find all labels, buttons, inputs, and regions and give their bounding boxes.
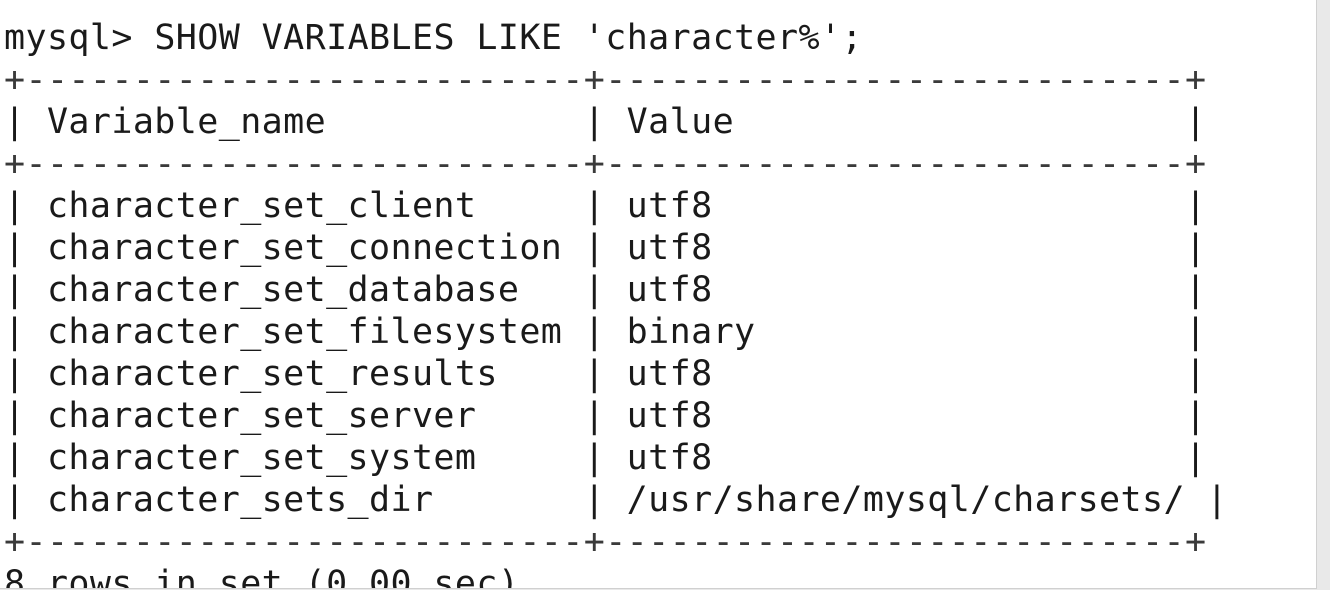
table-row: | character_set_server | utf8 | xyxy=(4,396,1207,436)
table-row: | character_set_filesystem | binary | xyxy=(4,312,1207,352)
table-header-row: | Variable_name | Value | xyxy=(4,102,1207,142)
command-line: mysql> SHOW VARIABLES LIKE 'character%'; xyxy=(4,17,1228,59)
table-row: | character_set_system | utf8 | xyxy=(4,438,1207,478)
table-row: | character_set_connection | utf8 | xyxy=(4,228,1207,268)
result-summary: 8 rows in set (0.00 sec) xyxy=(4,564,520,589)
table-row: | character_set_database | utf8 | xyxy=(4,270,1207,310)
table-border-top: +--------------------------+------------… xyxy=(4,60,1207,100)
sql-command: SHOW VARIABLES LIKE 'character%'; xyxy=(154,18,863,58)
mysql-prompt: mysql> xyxy=(4,18,133,58)
table-border-bottom: +--------------------------+------------… xyxy=(4,522,1207,562)
table-border-mid: +--------------------------+------------… xyxy=(4,144,1207,184)
table-row: | character_set_results | utf8 | xyxy=(4,354,1207,394)
table-row: | character_set_client | utf8 | xyxy=(4,186,1207,226)
table-row: | character_sets_dir | /usr/share/mysql/… xyxy=(4,480,1228,520)
terminal-output: mysql> SHOW VARIABLES LIKE 'character%';… xyxy=(4,17,1228,589)
